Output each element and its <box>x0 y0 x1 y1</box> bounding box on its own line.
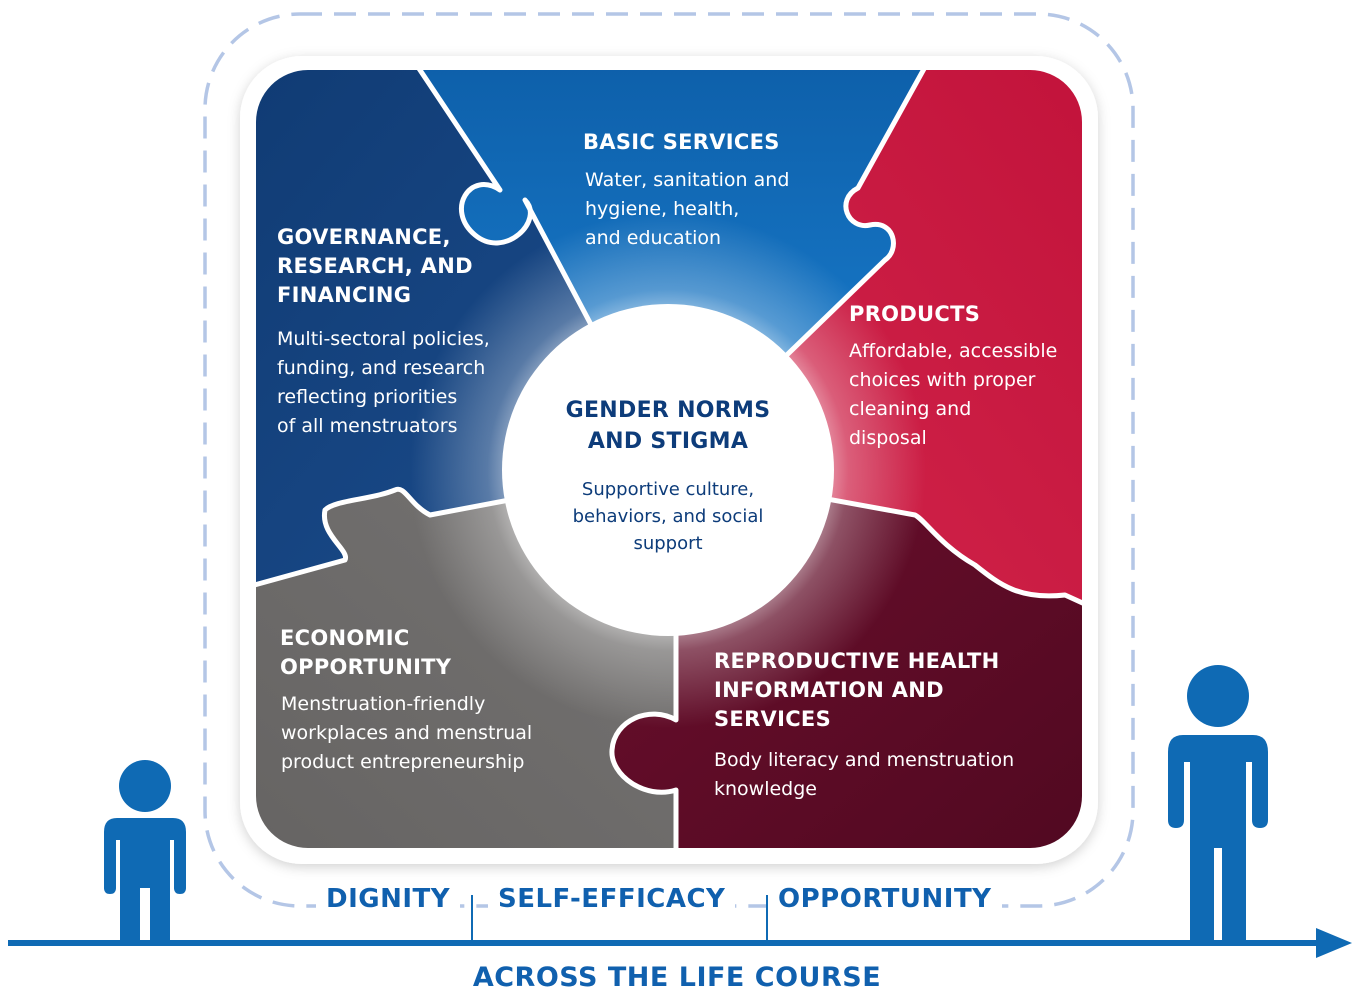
value-self-efficacy: SELF-EFFICACY <box>488 884 736 914</box>
value-opportunity: OPPORTUNITY <box>768 884 1002 914</box>
reproductive-health-title: REPRODUCTIVE HEALTH INFORMATION AND SERV… <box>714 649 1000 731</box>
life-course-arrow <box>8 895 1352 958</box>
value-dignity: DIGNITY <box>316 884 461 914</box>
gender-norms-title: GENDER NORMS AND STIGMA <box>565 398 771 454</box>
child-figure <box>104 760 186 940</box>
dashed-frame <box>203 12 1135 908</box>
governance-description: Multi-sectoral policies, funding, and re… <box>277 328 490 437</box>
products-title: PRODUCTS <box>849 302 981 326</box>
adult-figure <box>1168 665 1268 940</box>
governance-title: GOVERNANCE, RESEARCH, AND FINANCING <box>277 225 473 307</box>
life-course-label: ACROSS THE LIFE COURSE <box>472 962 882 993</box>
economic-opportunity-title: ECONOMIC OPPORTUNITY <box>280 626 452 679</box>
reproductive-health-description: Body literacy and menstruation knowledge <box>714 749 1015 800</box>
economic-opportunity-description: Menstruation-friendly workplaces and men… <box>281 693 533 773</box>
center-circle <box>502 304 834 636</box>
basic-services-description: Water, sanitation and hygiene, health, a… <box>585 169 790 249</box>
products-description: Affordable, accessible choices with prop… <box>849 340 1058 449</box>
gender-norms-description: Supportive culture, behaviors, and socia… <box>572 479 764 554</box>
basic-services-title: BASIC SERVICES <box>583 130 780 154</box>
